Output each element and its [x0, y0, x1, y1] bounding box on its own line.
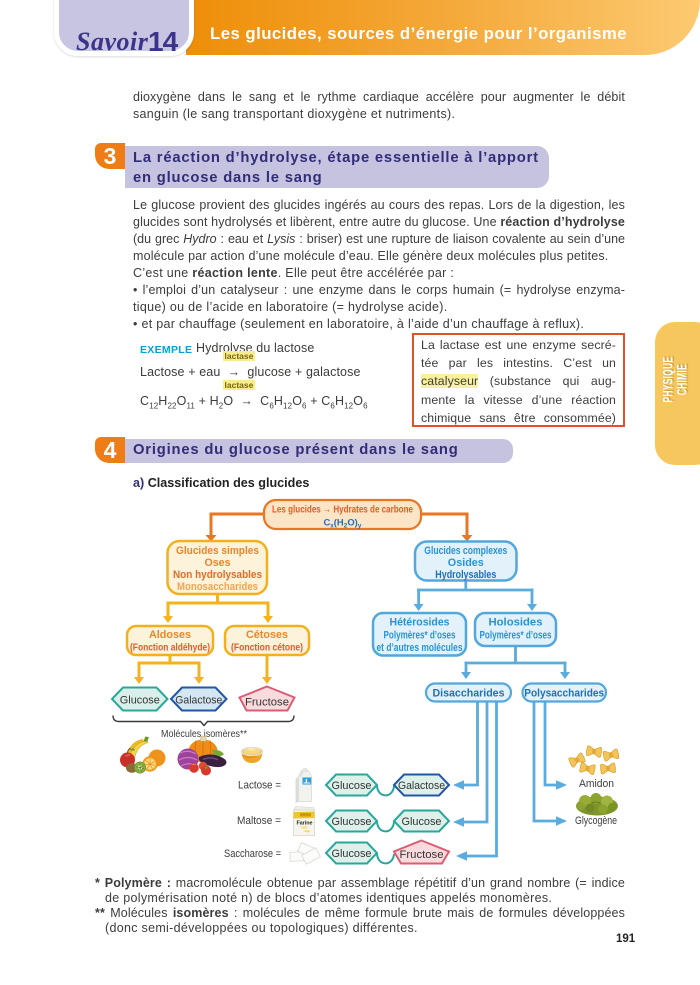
svg-text:Polymères* d’oses: Polymères* d’oses [384, 629, 456, 641]
svg-text:Glucose: Glucose [402, 816, 442, 828]
svg-text:Monosaccharides: Monosaccharides [177, 581, 258, 593]
svg-text:Amidon: Amidon [579, 778, 614, 790]
svg-text:Cx(H2O)y: Cx(H2O)y [324, 518, 362, 530]
svg-text:(Fonction cétone): (Fonction cétone) [231, 643, 303, 654]
svg-text:Disaccharides: Disaccharides [433, 688, 505, 700]
svg-text:Maltose =: Maltose = [237, 815, 281, 827]
svg-text:Aldoses: Aldoses [149, 629, 191, 641]
svg-text:Fructose: Fructose [400, 849, 444, 861]
svg-text:et d’autres molécules: et d’autres molécules [377, 642, 463, 654]
svg-text:Glucides simples: Glucides simples [176, 545, 259, 557]
svg-text:Glucose: Glucose [120, 695, 160, 707]
svg-text:Holosides: Holosides [489, 617, 543, 629]
svg-text:Glucose: Glucose [332, 816, 372, 828]
svg-text:Osides: Osides [448, 557, 484, 569]
svg-text:Glucose: Glucose [332, 848, 372, 860]
svg-text:Galactose: Galactose [175, 695, 222, 707]
svg-text:Hydrolysables: Hydrolysables [435, 569, 496, 581]
svg-text:Non hydrolysables: Non hydrolysables [173, 569, 262, 581]
svg-text:Les glucides → Hydrates de car: Les glucides → Hydrates de carbone [272, 504, 413, 516]
svg-text:Molécules isomères**: Molécules isomères** [161, 728, 247, 740]
svg-text:Lactose =: Lactose = [238, 780, 281, 792]
svg-text:Glucides complexes: Glucides complexes [424, 545, 507, 557]
svg-text:Hétérosides: Hétérosides [390, 617, 450, 629]
svg-text:Cétoses: Cétoses [246, 629, 288, 641]
svg-text:Polymères* d’oses: Polymères* d’oses [480, 629, 552, 641]
svg-text:Polysaccharides: Polysaccharides [524, 688, 604, 700]
svg-text:(Fonction aldéhyde): (Fonction aldéhyde) [130, 643, 210, 654]
svg-text:Oses: Oses [205, 557, 231, 569]
svg-text:Farine: Farine [297, 821, 314, 827]
svg-text:Glucose: Glucose [332, 780, 372, 792]
svg-text:Fructose: Fructose [245, 697, 289, 709]
svg-text:Glycogène: Glycogène [575, 815, 617, 827]
svg-text:Saccharose =: Saccharose = [224, 848, 281, 860]
svg-text:Galactose: Galactose [398, 780, 445, 792]
